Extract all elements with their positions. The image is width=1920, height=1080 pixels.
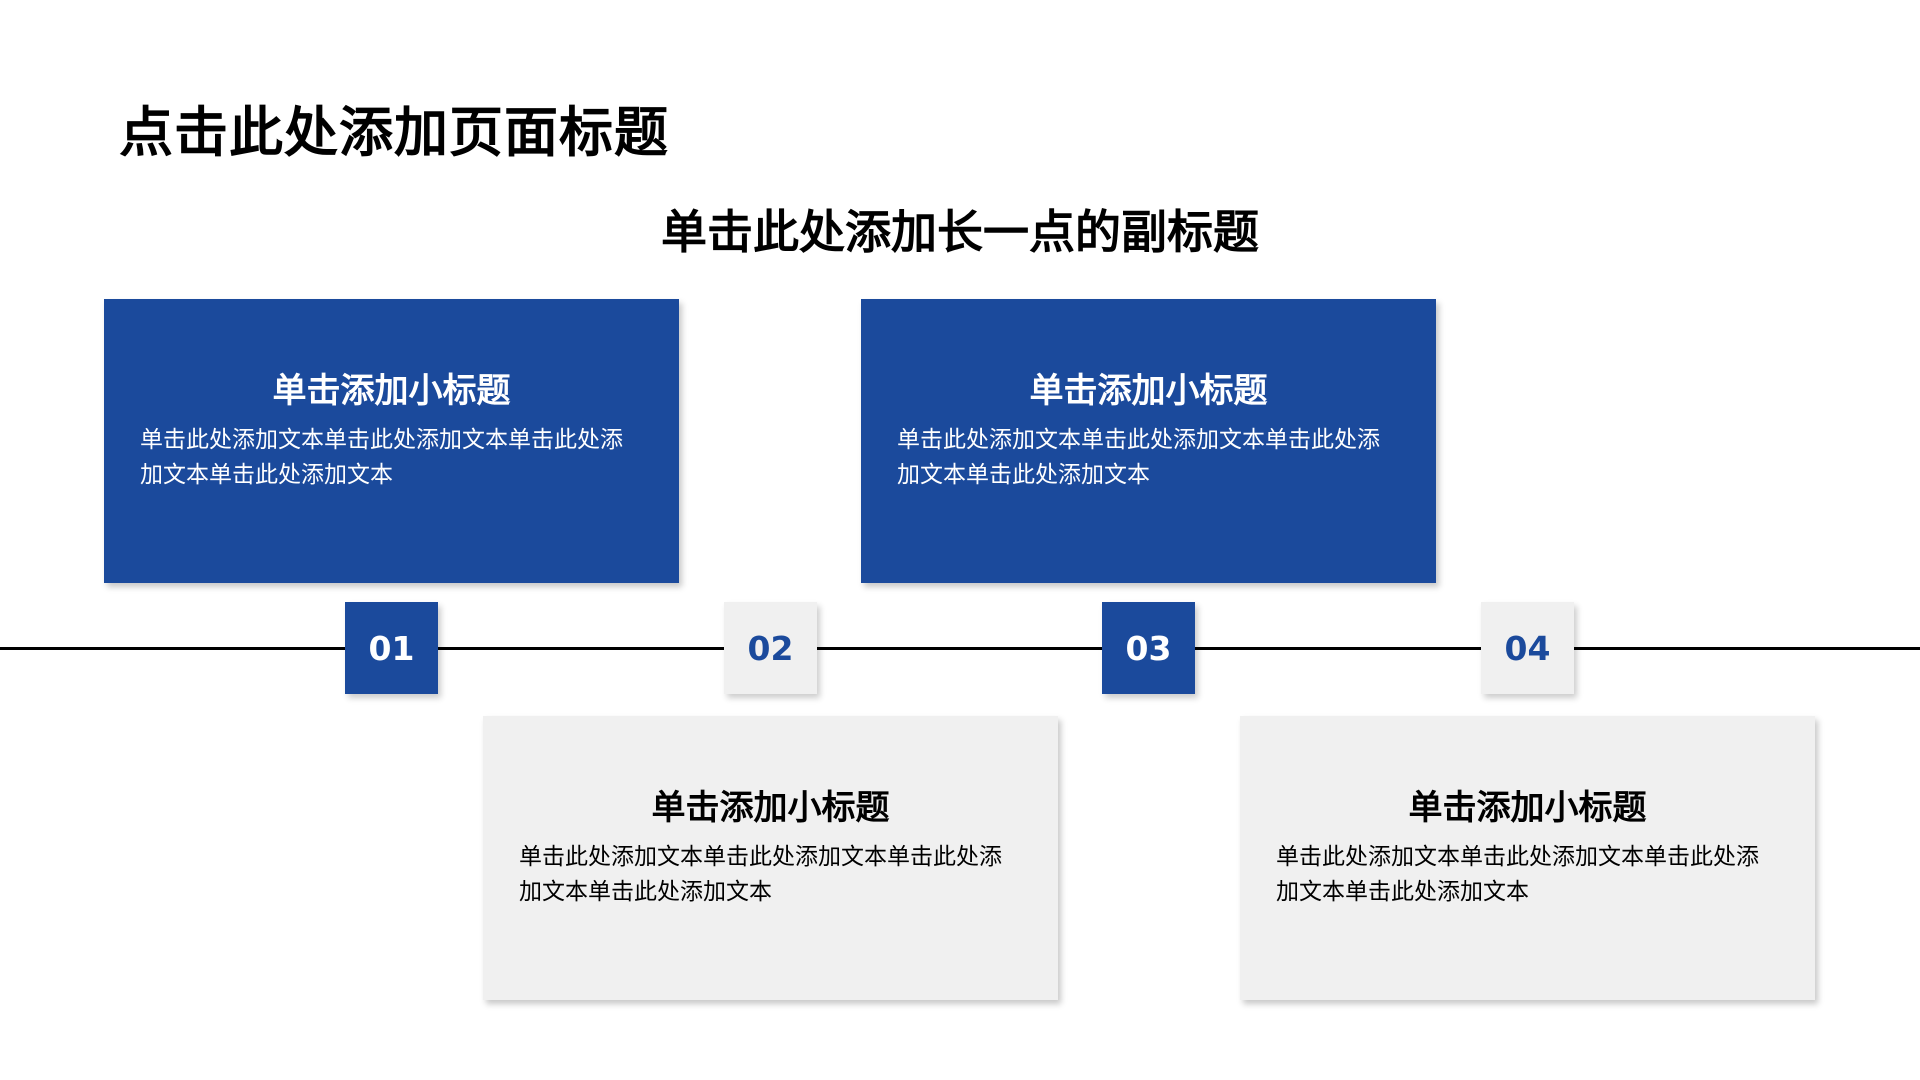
step-number-badge-4: 04 bbox=[1481, 602, 1574, 694]
step-number-badge-3: 03 bbox=[1102, 602, 1195, 694]
step-number-badge-2: 02 bbox=[724, 602, 817, 694]
step-card-3[interactable]: 单击添加小标题 单击此处添加文本单击此处添加文本单击此处添加文本单击此处添加文本 bbox=[861, 299, 1436, 583]
timeline-line bbox=[0, 647, 1920, 650]
step-card-2[interactable]: 单击添加小标题 单击此处添加文本单击此处添加文本单击此处添加文本单击此处添加文本 bbox=[483, 716, 1058, 1000]
step-card-body: 单击此处添加文本单击此处添加文本单击此处添加文本单击此处添加文本 bbox=[1276, 844, 1759, 905]
step-card-body: 单击此处添加文本单击此处添加文本单击此处添加文本单击此处添加文本 bbox=[897, 427, 1380, 488]
step-card-title: 单击添加小标题 bbox=[272, 371, 511, 411]
step-card-title: 单击添加小标题 bbox=[1408, 788, 1647, 828]
subtitle[interactable]: 单击此处添加长一点的副标题 bbox=[661, 205, 1259, 259]
page-title[interactable]: 点击此处添加页面标题 bbox=[119, 101, 669, 164]
step-card-1[interactable]: 单击添加小标题 单击此处添加文本单击此处添加文本单击此处添加文本单击此处添加文本 bbox=[104, 299, 679, 583]
step-card-title: 单击添加小标题 bbox=[651, 788, 890, 828]
step-card-body: 单击此处添加文本单击此处添加文本单击此处添加文本单击此处添加文本 bbox=[140, 427, 623, 488]
step-card-4[interactable]: 单击添加小标题 单击此处添加文本单击此处添加文本单击此处添加文本单击此处添加文本 bbox=[1240, 716, 1815, 1000]
step-number-badge-1: 01 bbox=[345, 602, 438, 694]
step-card-body: 单击此处添加文本单击此处添加文本单击此处添加文本单击此处添加文本 bbox=[519, 844, 1002, 905]
step-card-title: 单击添加小标题 bbox=[1029, 371, 1268, 411]
